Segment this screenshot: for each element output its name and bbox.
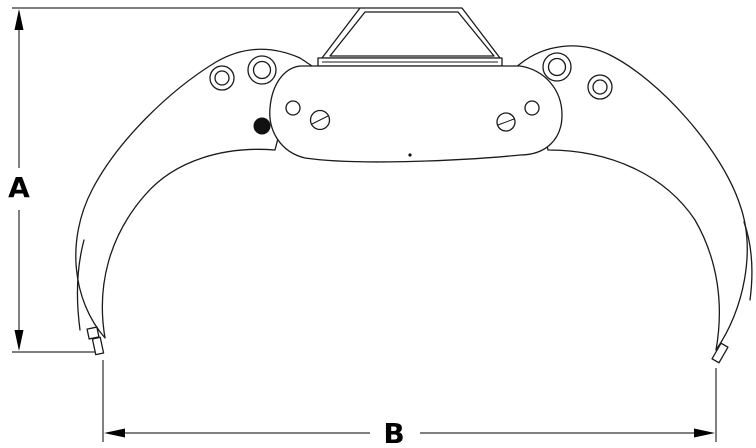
dimension-b-label: B [383, 417, 404, 448]
center-mark-dot [408, 153, 412, 157]
right-jaw-bushing-1-icon [542, 52, 572, 82]
left-jaw-outline [75, 48, 313, 339]
dimension-a: A [8, 7, 365, 353]
center-hole-right-icon [524, 100, 540, 116]
left-jaw-tip [91, 336, 105, 356]
right-jaw-bushing-2-inner [592, 79, 608, 95]
right-jaw-edge-line [743, 221, 753, 301]
right-jaw-tip [711, 342, 729, 364]
dimension-a-label: A [8, 171, 30, 204]
dimension-b: B [102, 360, 717, 448]
center-body-plate [269, 65, 563, 163]
left-jaw-knob-icon [253, 117, 271, 135]
center-hole-left-icon [285, 100, 301, 116]
right-jaw [511, 45, 753, 364]
left-jaw-bushing-1-icon [209, 65, 235, 91]
right-jaw-bushing-2-icon [587, 74, 613, 100]
left-jaw-bushing-2-icon [247, 55, 277, 85]
left-jaw-tip-block [86, 326, 100, 340]
center-body [269, 65, 563, 163]
left-jaw [75, 48, 313, 356]
center-bolt-right-slot [497, 118, 515, 126]
right-jaw-outline [511, 45, 748, 351]
right-jaw-bushing-1-inner [547, 57, 567, 77]
left-jaw-edge-line [76, 239, 85, 331]
left-jaw-bushing-2-inner [252, 60, 272, 80]
dimension-b-right-arrow [694, 428, 715, 438]
left-jaw-bushing-1-inner [214, 70, 230, 86]
top-mount-inner [329, 11, 495, 57]
dimension-b-left-arrow [104, 428, 125, 438]
center-bolt-left-slot [311, 115, 329, 125]
dimension-a-bottom-arrow [14, 330, 24, 351]
top-mount-bracket [317, 7, 503, 67]
dimension-a-top-arrow [14, 9, 24, 30]
